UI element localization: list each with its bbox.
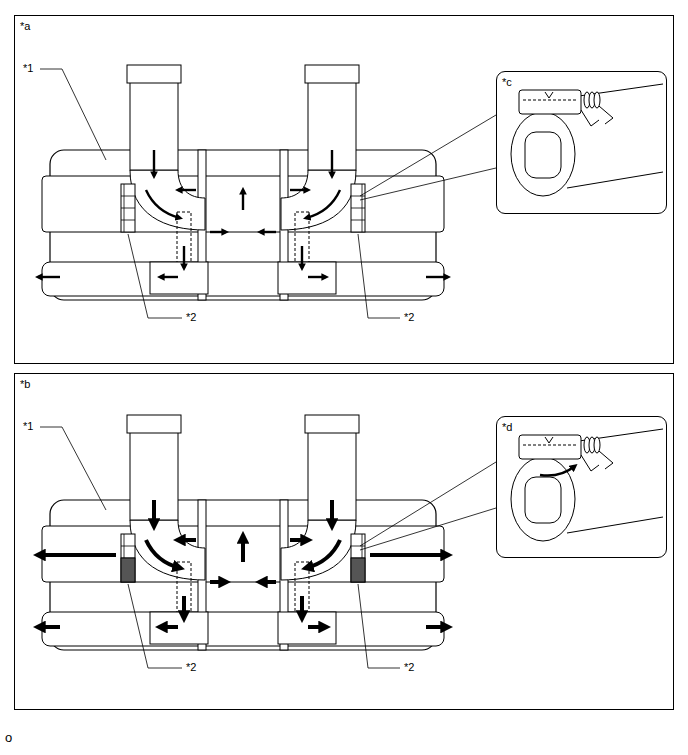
callout-number: *2 — [403, 661, 415, 674]
view-panel: *a *c — [14, 15, 674, 364]
view-label: *c — [497, 73, 517, 92]
detail-inset: *d — [496, 416, 667, 558]
callout-number: *1 — [22, 420, 34, 433]
callout-number: *1 — [22, 62, 34, 75]
view-label: *d — [497, 418, 517, 437]
callout-number: *2 — [185, 311, 197, 324]
callout-number: *2 — [403, 311, 415, 324]
view-label: *a — [15, 17, 35, 36]
view-a-illustration — [38, 65, 663, 318]
view-b-illustration — [38, 415, 663, 668]
view-label: *b — [15, 375, 35, 394]
callout-number: o — [4, 730, 13, 745]
callout-number: *2 — [185, 661, 197, 674]
view-panel: *b *d — [14, 373, 674, 710]
detail-inset: *c — [496, 71, 667, 214]
